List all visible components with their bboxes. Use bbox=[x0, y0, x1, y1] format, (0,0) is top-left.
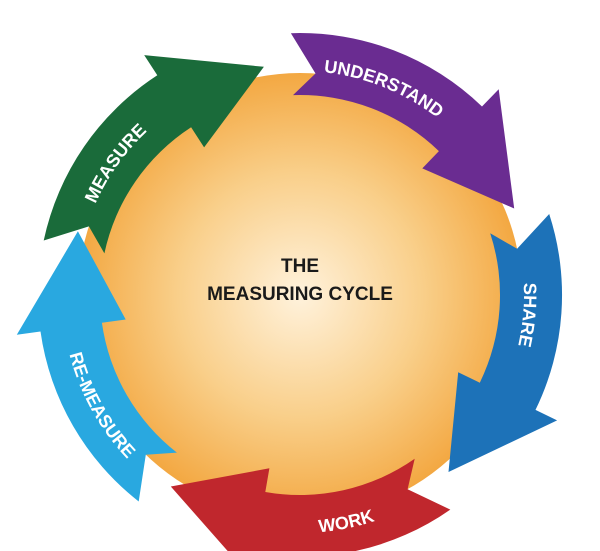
arrow-work bbox=[170, 458, 451, 551]
arrow-share bbox=[448, 214, 563, 472]
arrow-understand bbox=[290, 33, 515, 209]
arrow-re-measure bbox=[16, 231, 177, 502]
center-circle bbox=[78, 73, 522, 517]
center-title-line1: THE bbox=[281, 256, 319, 277]
center-title-line2: MEASURING CYCLE bbox=[207, 284, 393, 305]
arrow-measure bbox=[43, 55, 264, 254]
